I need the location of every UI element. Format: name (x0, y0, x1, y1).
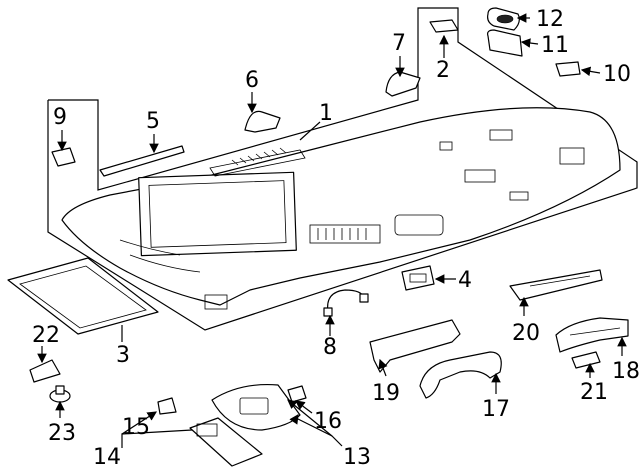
callout-13: 13 (343, 445, 371, 470)
callout-16: 16 (314, 409, 342, 434)
callout-18: 18 (612, 359, 640, 384)
part-16-clip (287, 385, 307, 403)
callout-14: 14 (93, 445, 121, 470)
callout-4: 4 (458, 268, 472, 293)
part-23-fastener (49, 385, 71, 403)
part-2-pad (429, 19, 459, 33)
part-21-clip (571, 351, 601, 369)
part-15-clip (157, 397, 177, 415)
callout-17: 17 (482, 397, 510, 422)
callout-21: 21 (580, 380, 608, 405)
part-18-handle (555, 317, 629, 353)
callout-1: 1 (319, 101, 333, 126)
part-6-clip (244, 110, 281, 133)
part-20-bracket (509, 269, 603, 301)
part-11-lamp (487, 29, 523, 57)
callout-15: 15 (122, 415, 150, 440)
part-10-bracket (555, 61, 581, 77)
callout-19: 19 (372, 381, 400, 406)
part-3-panel (7, 257, 159, 335)
callout-3: 3 (116, 343, 130, 368)
callout-7: 7 (392, 31, 406, 56)
callout-12: 12 (536, 7, 564, 32)
headliner-part (61, 107, 621, 310)
leader-lines (37, 13, 627, 448)
part-9-clip (51, 147, 76, 167)
part-8-harness (323, 289, 369, 317)
callout-5: 5 (146, 109, 160, 134)
callout-20: 20 (512, 321, 540, 346)
callout-11: 11 (541, 33, 569, 58)
part-14-visor-insert (189, 417, 263, 467)
part-4-bracket (401, 265, 435, 291)
part-13-visor (211, 383, 301, 431)
callout-8: 8 (323, 335, 337, 360)
part-5-trim-strip (99, 145, 185, 177)
callout-22: 22 (32, 323, 60, 348)
assembly-boundary (47, 7, 638, 331)
part-22-clip (29, 359, 61, 383)
callout-2: 2 (436, 58, 450, 83)
part-12-lens (487, 7, 520, 31)
part-7-clip (385, 71, 421, 97)
part-17-handle (419, 351, 502, 399)
part-19-bracket (369, 319, 461, 373)
callout-10: 10 (603, 62, 631, 87)
callout-9: 9 (53, 105, 67, 130)
callout-23: 23 (48, 421, 76, 446)
callout-6: 6 (245, 68, 259, 93)
